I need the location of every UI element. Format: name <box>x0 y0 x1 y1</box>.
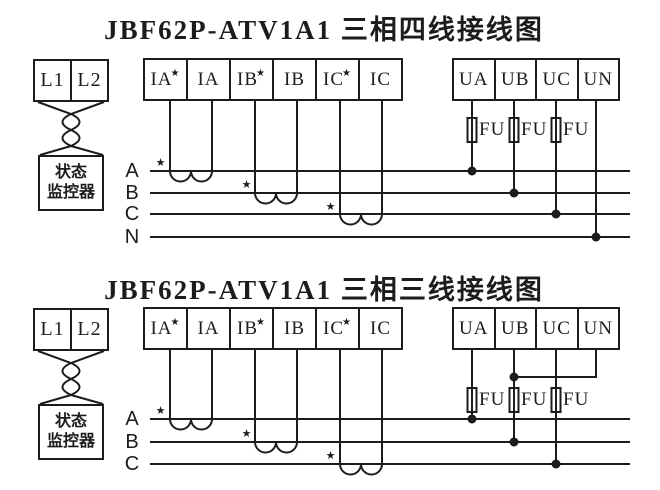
ct-polarity-star-icon: ★ <box>155 157 166 169</box>
terminal-uc: UC <box>535 60 577 99</box>
status-monitor-line1: 状态 <box>54 413 87 430</box>
ct-polarity-star-icon: ★ <box>241 428 252 440</box>
terminal-l1: L1 <box>40 69 65 91</box>
fuse-label-ua: FU <box>479 389 506 410</box>
bottom-twisted-pair <box>37 350 105 405</box>
polarity-star-icon: ★ <box>256 68 266 79</box>
top-phase-label-c: C <box>124 203 140 225</box>
terminal-ic-star: IC★ <box>315 60 358 99</box>
terminal-ic-star: IC★ <box>315 309 358 348</box>
status-monitor-line2: 监控器 <box>46 184 95 201</box>
top-phase-label-b: B <box>125 182 139 204</box>
bottom-junction-dots <box>467 372 561 469</box>
bottom-current-terminal-block: IA★ IA IB★ IB IC★ IC <box>143 307 403 350</box>
polarity-star-icon: ★ <box>256 317 266 328</box>
status-monitor-line2: 监控器 <box>46 433 95 450</box>
polarity-star-icon: ★ <box>342 317 352 328</box>
terminal-ib-star: IB★ <box>229 309 272 348</box>
terminal-ub: UB <box>493 60 536 99</box>
fuse-label-ub: FU <box>521 119 548 140</box>
bottom-phase-label-b: B <box>125 431 139 453</box>
top-phase-bus-lines <box>150 170 630 238</box>
top-ct-wires-and-coils <box>169 101 383 226</box>
terminal-uc: UC <box>535 309 577 348</box>
terminal-l2: L2 <box>70 310 107 349</box>
fuse-label-ub: FU <box>521 389 548 410</box>
terminal-ua: UA <box>459 68 489 90</box>
polarity-star-icon: ★ <box>170 317 181 328</box>
ct-polarity-star-icon: ★ <box>325 450 336 462</box>
top-status-monitor-box: 状态 监控器 <box>38 155 104 211</box>
terminal-un: UN <box>576 309 619 348</box>
terminal-ic: IC <box>358 309 401 348</box>
bottom-voltage-terminal-block: UA UB UC UN <box>452 307 620 350</box>
bottom-voltage-wires <box>471 350 597 464</box>
polarity-star-icon: ★ <box>342 68 352 79</box>
ct-polarity-star-icon: ★ <box>325 201 336 213</box>
top-voltage-wires <box>471 101 597 237</box>
ct-polarity-star-icon: ★ <box>241 179 252 191</box>
terminal-ua: UA <box>459 317 489 339</box>
terminal-ia: IA <box>186 309 229 348</box>
top-voltage-terminal-block: UA UB UC UN <box>452 58 620 101</box>
terminal-ib: IB <box>272 60 315 99</box>
top-phase-label-n: N <box>124 226 140 248</box>
top-phase-label-a: A <box>125 160 139 182</box>
bottom-status-monitor-box: 状态 监控器 <box>38 404 104 460</box>
top-current-terminal-block: IA★ IA IB★ IB IC★ IC <box>143 58 403 101</box>
terminal-ib-star: IB★ <box>229 60 272 99</box>
terminal-ia-star: IA★ <box>150 317 181 339</box>
polarity-star-icon: ★ <box>170 68 181 79</box>
terminal-un: UN <box>576 60 619 99</box>
bottom-fuse-symbols <box>466 387 562 413</box>
top-twisted-pair <box>37 101 105 156</box>
bottom-power-terminal-block: L1 L2 <box>33 308 109 351</box>
ct-polarity-star-icon: ★ <box>155 405 166 417</box>
terminal-l1: L1 <box>40 318 65 340</box>
top-diagram-title: JBF62P-ATV1A1 三相四线接线图 <box>104 15 544 45</box>
bottom-phase-label-a: A <box>125 408 139 430</box>
bottom-phase-bus-lines <box>150 418 630 465</box>
terminal-ic: IC <box>358 60 401 99</box>
top-fuse-symbols <box>466 117 562 143</box>
fuse-label-ua: FU <box>479 119 506 140</box>
status-monitor-line1: 状态 <box>54 164 87 181</box>
terminal-ib: IB <box>272 309 315 348</box>
terminal-ub: UB <box>493 309 536 348</box>
terminal-l2: L2 <box>70 61 107 100</box>
fuse-label-uc: FU <box>563 119 590 140</box>
bottom-ct-wires-and-coils <box>169 350 383 476</box>
fuse-label-uc: FU <box>563 389 590 410</box>
terminal-ia: IA <box>186 60 229 99</box>
top-junction-dots <box>467 166 601 242</box>
top-power-terminal-block: L1 L2 <box>33 59 109 102</box>
terminal-ia-star: IA★ <box>150 68 181 90</box>
bottom-diagram-title: JBF62P-ATV1A1 三相三线接线图 <box>104 275 544 305</box>
bottom-phase-label-c: C <box>124 453 140 475</box>
